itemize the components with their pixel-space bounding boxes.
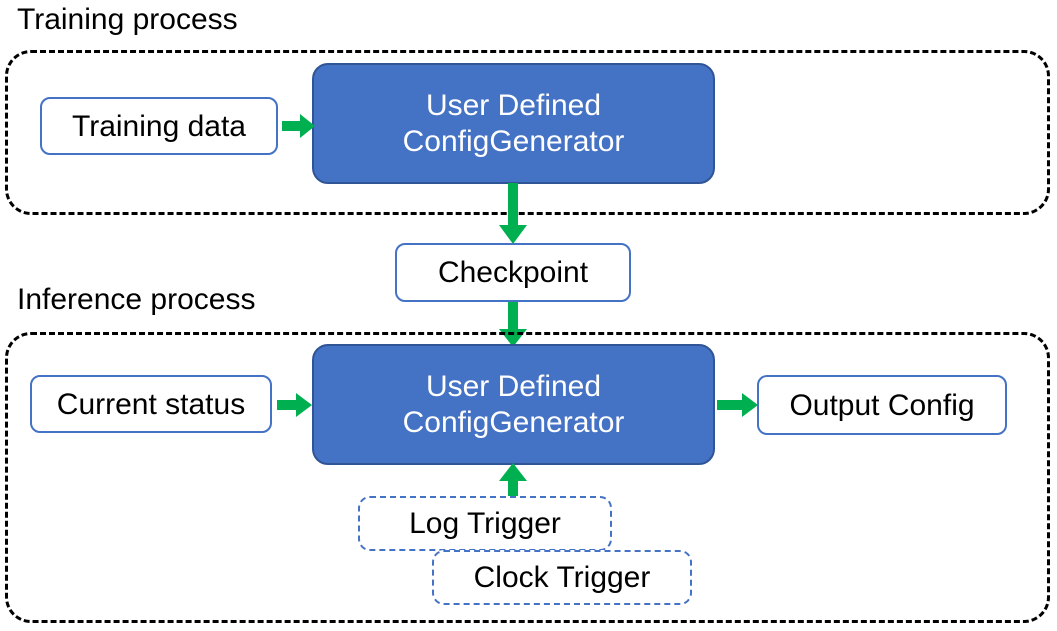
training-config-generator-line2: ConfigGenerator (402, 124, 625, 158)
output-config-box[interactable]: Output Config (757, 375, 1007, 435)
inference-process-container (5, 332, 1050, 623)
arrow-generator-to-checkpoint (498, 183, 528, 245)
arrow-training-data-to-generator (282, 112, 316, 140)
arrow-generator-to-output-config (717, 391, 759, 419)
inference-config-generator-line1: User Defined (425, 370, 602, 404)
inference-config-generator-box[interactable]: User Defined ConfigGenerator (312, 344, 715, 465)
training-process-caption: Training process (17, 3, 238, 36)
arrow-log-trigger-to-generator (498, 463, 528, 501)
training-data-box[interactable]: Training data (40, 97, 278, 155)
current-status-box[interactable]: Current status (30, 375, 272, 433)
inference-process-caption: Inference process (17, 283, 256, 316)
training-config-generator-line1: User Defined (425, 89, 602, 123)
inference-config-generator-line2: ConfigGenerator (402, 405, 625, 439)
training-process-container (5, 50, 1050, 215)
arrow-checkpoint-to-inference-generator (498, 302, 528, 348)
arrow-current-status-to-generator (277, 391, 313, 419)
log-trigger-box[interactable]: Log Trigger (358, 496, 612, 551)
clock-trigger-box[interactable]: Clock Trigger (432, 550, 692, 605)
checkpoint-box[interactable]: Checkpoint (395, 243, 631, 302)
training-config-generator-box[interactable]: User Defined ConfigGenerator (312, 63, 715, 184)
